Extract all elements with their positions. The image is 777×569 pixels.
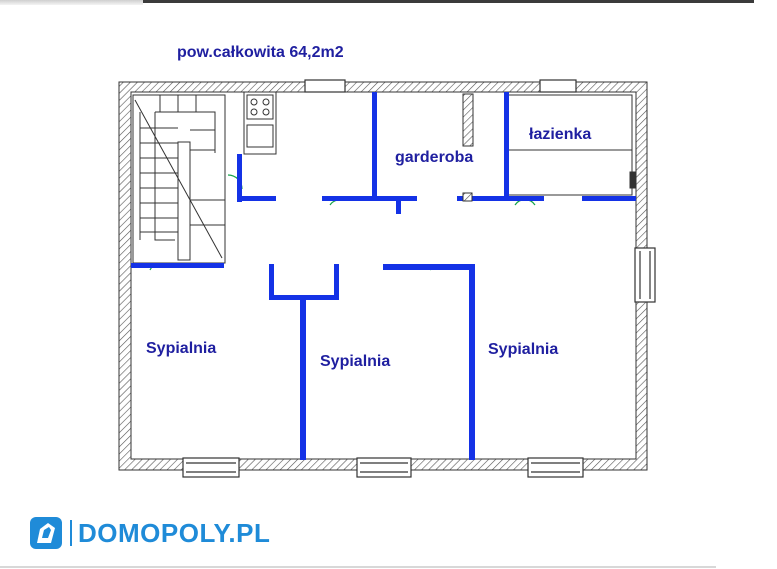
wall-corridor-bottom-left: [131, 263, 224, 268]
wall-kitchen-right: [372, 92, 377, 200]
windows: [182, 79, 656, 478]
top-opening-2: [539, 79, 577, 93]
room-label-sypialnia-3: Sypialnia: [488, 341, 559, 358]
wall-bed2-bed3: [469, 264, 475, 460]
wall-bed1-bed2: [300, 298, 306, 460]
window-bottom-right: [527, 457, 584, 478]
outer-wall: [118, 81, 648, 471]
wall-garderoba-right: [504, 92, 509, 200]
room-label-sypialnia-1: Sypialnia: [146, 340, 217, 357]
interior-walls: [131, 92, 636, 460]
brand-logo[interactable]: DOMOPOLY.PL: [30, 516, 270, 550]
room-label-sypialnia-2: Sypialnia: [320, 353, 391, 370]
room-label-garderoba: garderoba: [395, 149, 474, 166]
wall-niche: [269, 264, 274, 299]
bottom-divider: [0, 566, 716, 568]
window-bottom-left: [182, 457, 240, 478]
window-bottom-middle: [356, 457, 412, 478]
wall-stub: [396, 200, 401, 214]
total-area-label: pow.całkowita 64,2m2: [177, 44, 344, 61]
room-label-lazienka: łazienka: [529, 126, 592, 143]
top-opening-1: [304, 79, 346, 93]
top-border-left: [0, 0, 143, 5]
door-swings: [149, 174, 536, 271]
wall-hall-top-left: [237, 154, 242, 202]
house-logo-icon: [30, 517, 62, 549]
pillars: [462, 93, 474, 202]
staircase: [132, 94, 226, 264]
kitchen-fixtures: [243, 91, 277, 155]
brand-name: DOMOPOLY.PL: [78, 517, 271, 548]
bathroom-fixtures: [507, 94, 637, 196]
brand-separator: [70, 520, 72, 546]
top-border-right: [143, 0, 754, 3]
window-right: [634, 247, 656, 303]
